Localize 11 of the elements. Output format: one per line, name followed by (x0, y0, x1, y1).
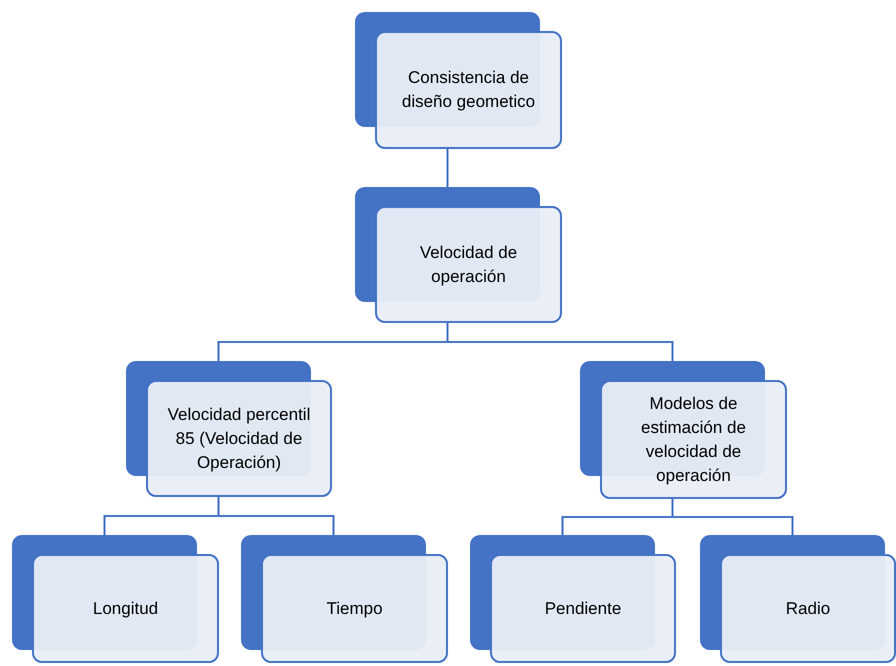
node-label: Longitud (92, 598, 158, 620)
node-label: Velocidad percentil 85 (Velocidad de Operación) (166, 404, 312, 474)
node-label: Radio (786, 598, 830, 620)
connector-line (672, 499, 794, 535)
connector-line (446, 149, 448, 187)
node-label: Pendiente (544, 598, 622, 620)
node-label: Consistencia de diseño geometico (400, 67, 536, 113)
connector-line (446, 323, 674, 361)
node-label: Tiempo (326, 598, 383, 620)
node-label: Modelos de estimación de velocidad de operación (640, 392, 747, 486)
node-label: Velocidad de operación (418, 242, 518, 288)
